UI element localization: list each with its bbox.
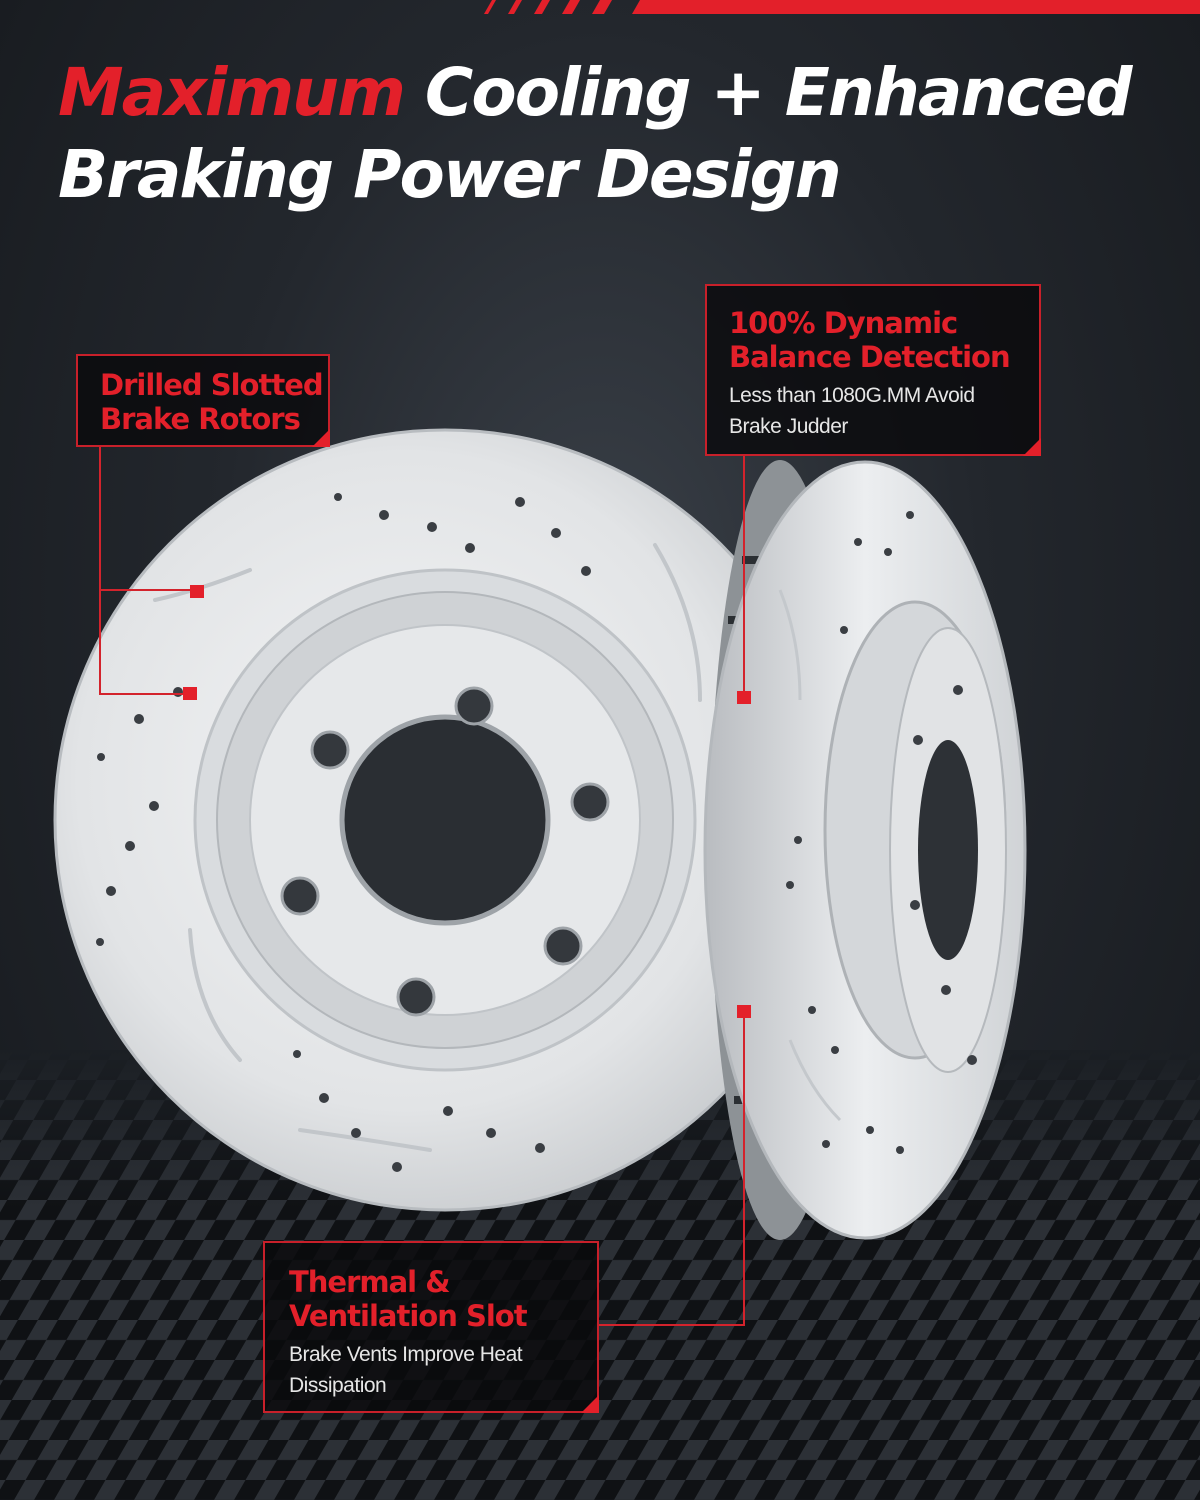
callout-leader-lines	[99, 447, 745, 1326]
callout-thermal-ventilation: Thermal & Ventilation Slot Brake Vents I…	[263, 1241, 599, 1413]
callout-title-line-1: 100% Dynamic	[729, 306, 958, 340]
callout-corner-accent	[581, 1395, 599, 1413]
callout-markers	[183, 585, 751, 1018]
callout-drilled-slotted: Drilled Slotted Brake Rotors	[76, 354, 330, 447]
headline: Maximum Cooling + Enhanced Braking Power…	[58, 52, 1168, 216]
headline-line-2: Braking Power Design	[58, 136, 842, 213]
callout-corner-accent	[1023, 438, 1041, 456]
brake-rotor-front-icon	[53, 428, 837, 1212]
callout-text-line-2: Dissipation	[289, 1374, 387, 1397]
callout-text-line-1: Less than 1080G.MM Avoid	[729, 384, 975, 407]
callout-text-line-2: Brake Judder	[729, 415, 848, 438]
headline-line-1: Cooling + Enhanced	[403, 54, 1133, 131]
callout-title: 100% Dynamic Balance Detection	[729, 306, 1039, 374]
callout-description: Brake Vents Improve Heat Dissipation	[289, 1339, 597, 1401]
callout-description: Less than 1080G.MM Avoid Brake Judder	[729, 380, 1039, 442]
callout-title-line-1: Thermal &	[289, 1265, 451, 1299]
callout-title-line-2: Brake Rotors	[100, 402, 301, 436]
top-accent-stripe	[484, 0, 1200, 14]
callout-title-line-2: Balance Detection	[729, 340, 1011, 374]
callout-title-line-1: Drilled Slotted	[100, 368, 324, 402]
callout-dynamic-balance: 100% Dynamic Balance Detection Less than…	[705, 284, 1041, 456]
brake-rotor-side-icon	[703, 460, 1027, 1240]
headline-highlight: Maximum	[58, 54, 406, 131]
callout-title-line-2: Ventilation Slot	[289, 1299, 528, 1333]
callout-title: Drilled Slotted Brake Rotors	[100, 368, 328, 436]
callout-text-line-1: Brake Vents Improve Heat	[289, 1343, 523, 1366]
callout-title: Thermal & Ventilation Slot	[289, 1265, 597, 1333]
callout-corner-accent	[312, 429, 330, 447]
